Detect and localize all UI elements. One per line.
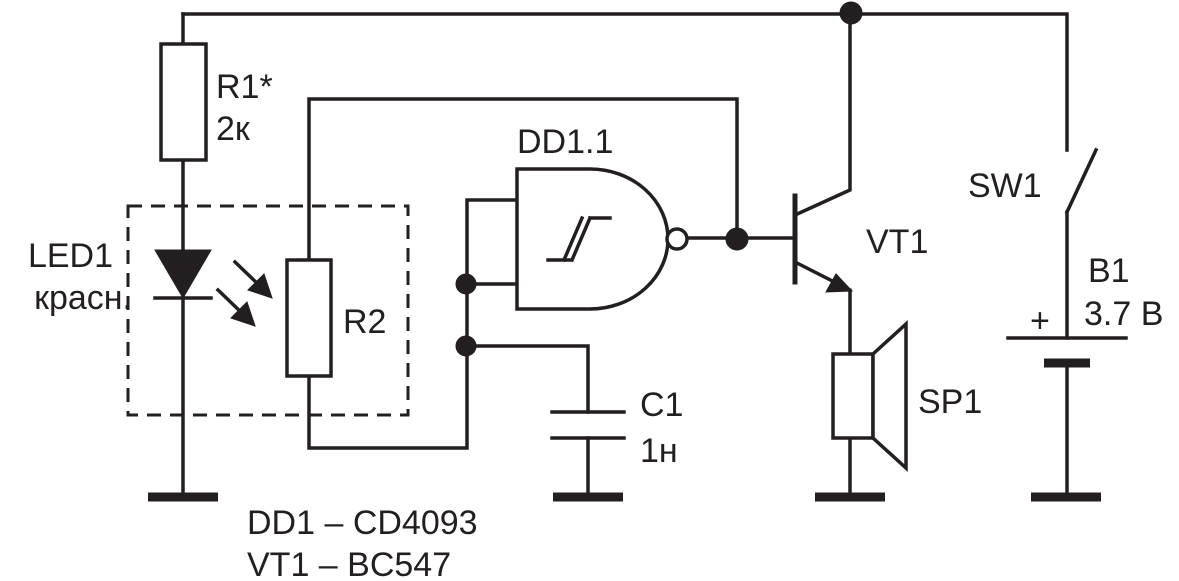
resistor-r1 <box>159 42 208 162</box>
wires <box>181 12 1069 499</box>
sp1-ref-label: SP1 <box>918 383 982 421</box>
led1-ref-label: LED1 <box>28 237 113 275</box>
speaker-sp1 <box>831 320 908 472</box>
wire-feedback <box>307 97 739 262</box>
note-vt1-part: VT1 – BC547 <box>247 546 451 581</box>
led1-value-label: красн. <box>34 279 132 317</box>
led1-arrowhead-1 <box>247 273 273 299</box>
vt1-emitter-arrowhead <box>825 273 854 293</box>
sp1-coil <box>831 352 875 440</box>
schmitt-hysteresis-icon <box>546 215 612 263</box>
led1-symbol <box>153 249 273 327</box>
c1-ref-label: C1 <box>640 386 683 424</box>
wire-cap-node <box>465 344 590 414</box>
junction-input <box>455 273 477 295</box>
sp1-cone <box>871 320 908 472</box>
b1-ref-label: B1 <box>1088 252 1130 290</box>
junction-output <box>725 227 749 251</box>
junction-cap <box>455 335 477 357</box>
junction-rail <box>839 1 863 25</box>
b1-value-label: 3.7 В <box>1084 295 1163 333</box>
note-dd1-part: DD1 – CD4093 <box>247 504 478 542</box>
optocoupler-enclosure <box>126 204 410 417</box>
vt1-ref-label: VT1 <box>866 223 928 261</box>
wire-r2-gate <box>307 198 519 450</box>
gate-body <box>515 167 670 311</box>
switch-sw1-lever <box>1064 147 1099 215</box>
transistor-vt1 <box>792 193 854 293</box>
c1-value-label: 1н <box>640 432 678 470</box>
junctions <box>455 1 863 357</box>
labels: R1* 2к LED1 красн. R2 DD1.1 VT1 C1 1н SP… <box>28 68 1163 581</box>
resistor-r2 <box>285 258 333 378</box>
sw1-ref-label: SW1 <box>968 167 1042 205</box>
battery-b1 <box>1006 336 1128 368</box>
dd1-ref-label: DD1.1 <box>517 123 613 161</box>
led1-arrowhead-2 <box>230 301 256 327</box>
nand-schmitt-gate <box>515 167 689 311</box>
r2-ref-label: R2 <box>343 303 386 341</box>
wire-collector <box>792 12 852 218</box>
r1-ref-label: R1* <box>216 68 273 106</box>
led1-triangle <box>154 249 212 299</box>
schmitt-hysteresis-icon-2 <box>561 215 585 263</box>
wire-emitter <box>792 259 852 356</box>
b1-polarity-label: + <box>1030 302 1050 340</box>
gate-output-bubble <box>665 227 689 251</box>
r1-value-label: 2к <box>216 110 251 148</box>
capacitor-c1 <box>550 410 626 440</box>
wire-top-rail <box>181 12 1069 152</box>
